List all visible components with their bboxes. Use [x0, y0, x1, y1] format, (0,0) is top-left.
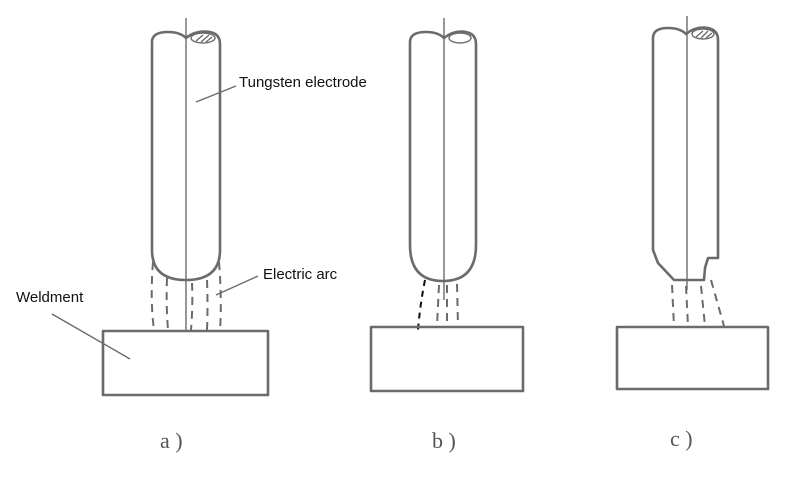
electrode-b — [408, 18, 478, 300]
arc-label: Electric arc — [263, 266, 338, 283]
arc-c — [671, 279, 725, 327]
electrode-a — [150, 18, 222, 330]
caption-c: c ) — [670, 426, 693, 451]
panel-c: c ) — [615, 16, 770, 451]
panel-b: b ) — [369, 18, 525, 453]
leader-electrode — [195, 85, 237, 103]
electrode-c — [651, 16, 720, 290]
leader-weldment — [51, 313, 131, 360]
weldment-c — [615, 325, 770, 391]
arc-b — [417, 279, 459, 331]
arc-a — [150, 261, 222, 331]
weldment-a — [101, 329, 270, 397]
leader-arc — [215, 275, 259, 296]
caption-b: b ) — [432, 428, 456, 453]
caption-a: a ) — [160, 428, 183, 453]
weldment-label: Weldment — [16, 289, 84, 306]
panel-a: Tungsten electrode Electric arc Weldment… — [16, 18, 367, 453]
electrode-label: Tungsten electrode — [239, 74, 367, 91]
weldment-b — [369, 325, 525, 393]
